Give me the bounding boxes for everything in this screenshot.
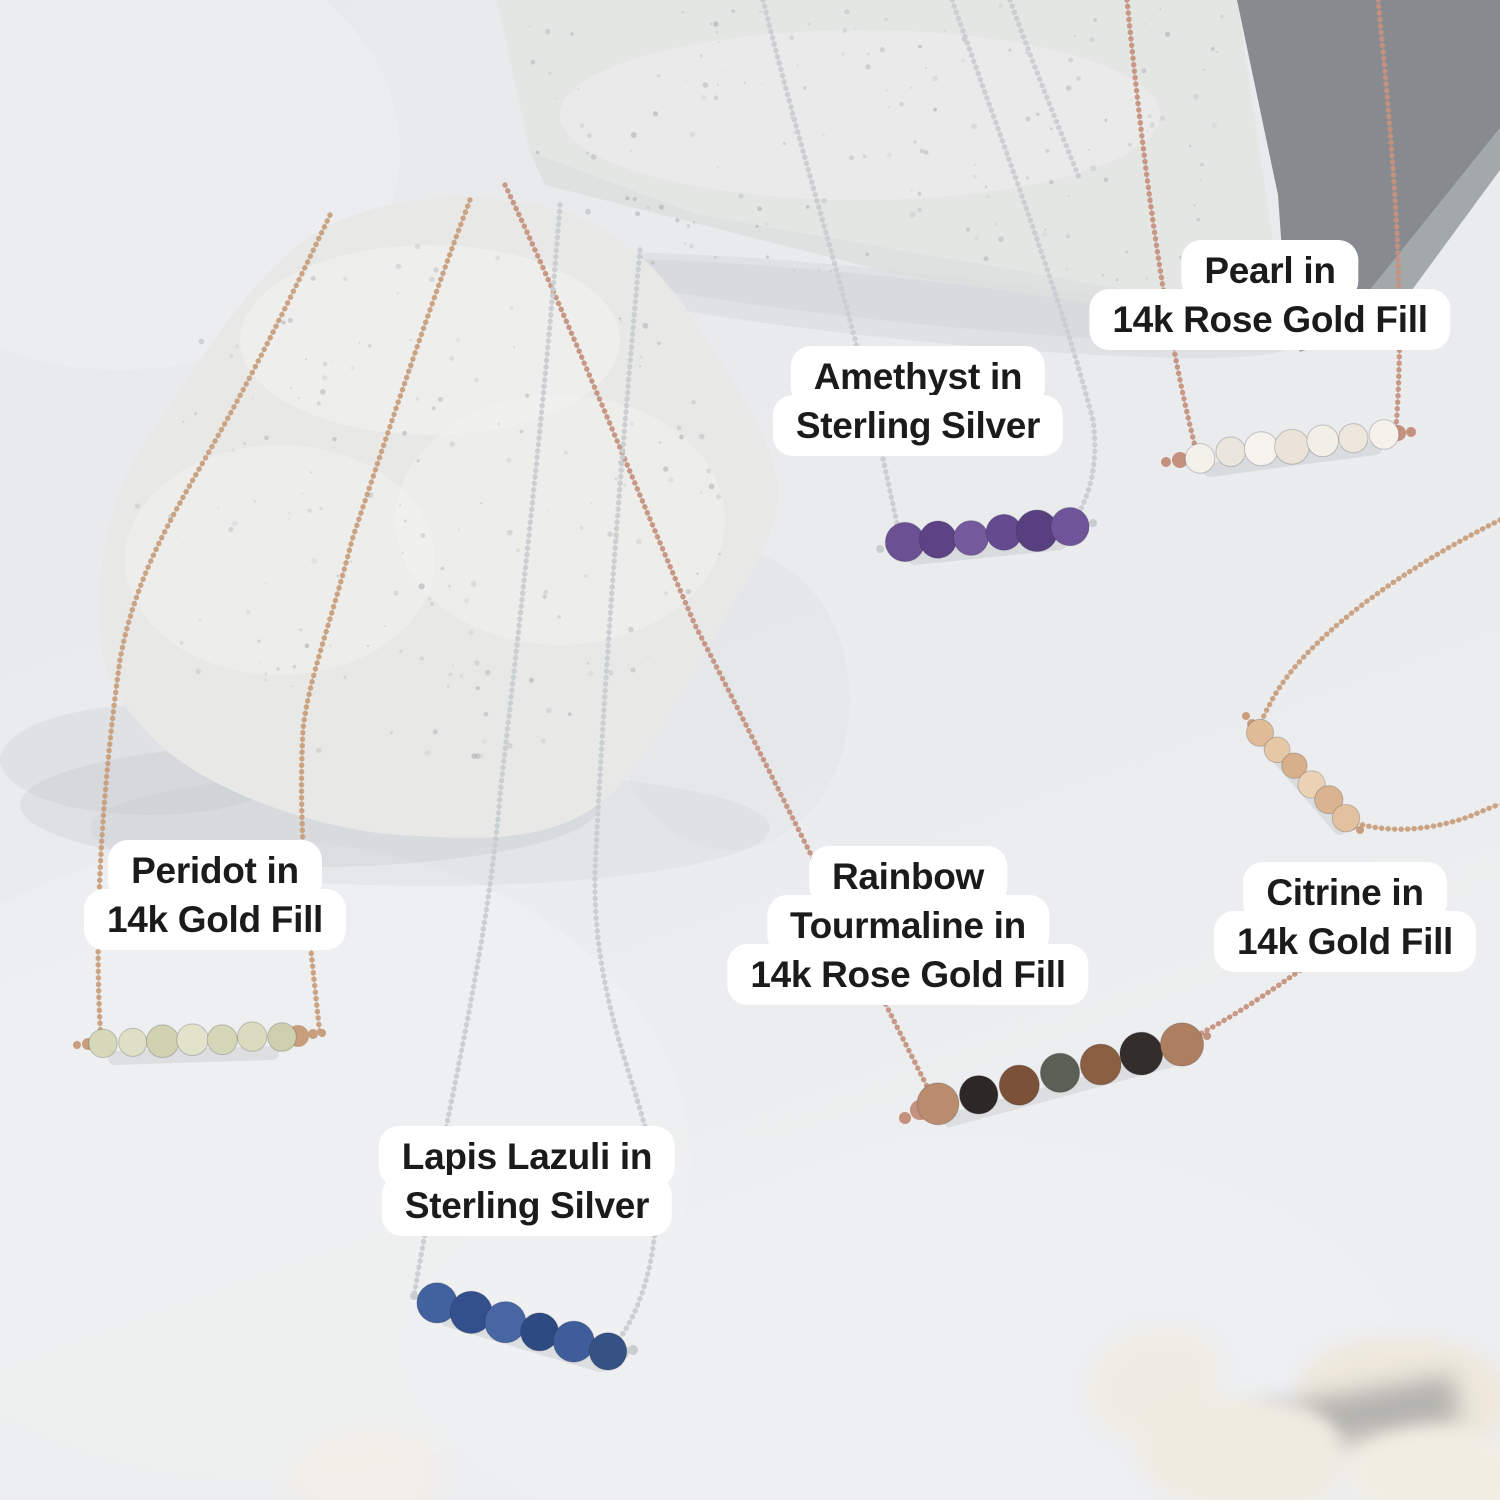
necklace-citrine-beads bbox=[1246, 718, 1361, 833]
label-rainbow-tourmaline: Rainbow Tourmaline in 14k Rose Gold Fill bbox=[727, 846, 1089, 1005]
label-line: 14k Gold Fill bbox=[1213, 911, 1477, 972]
label-citrine: Citrine in 14k Gold Fill bbox=[1213, 862, 1477, 972]
label-line: 14k Rose Gold Fill bbox=[727, 944, 1089, 1005]
flower-petal bbox=[1350, 1430, 1500, 1500]
necklace-amethyst-beads bbox=[884, 506, 1090, 563]
necklace-pearl-beads bbox=[1184, 419, 1400, 474]
label-amethyst: Amethyst in Sterling Silver bbox=[772, 346, 1064, 456]
label-line: Sterling Silver bbox=[772, 395, 1064, 456]
necklace-citrine-chain bbox=[1257, 517, 1500, 832]
label-lapis-lazuli: Lapis Lazuli in Sterling Silver bbox=[378, 1126, 676, 1236]
label-line: 14k Gold Fill bbox=[83, 889, 347, 950]
flower-petal bbox=[1140, 1400, 1340, 1500]
necklace-pearl-chain bbox=[1124, 0, 1403, 453]
block-speckles bbox=[528, 3, 1268, 293]
label-peridot: Peridot in 14k Gold Fill bbox=[83, 840, 347, 950]
label-line: 14k Rose Gold Fill bbox=[1089, 289, 1451, 350]
necklace-peridot-beads bbox=[88, 1021, 297, 1059]
necklace-rainbow-tourmaline-beads bbox=[916, 1022, 1205, 1126]
necklace-lapis-lazuli-beads bbox=[416, 1282, 628, 1371]
label-line: Sterling Silver bbox=[381, 1175, 673, 1236]
label-pearl: Pearl in 14k Rose Gold Fill bbox=[1089, 240, 1451, 350]
